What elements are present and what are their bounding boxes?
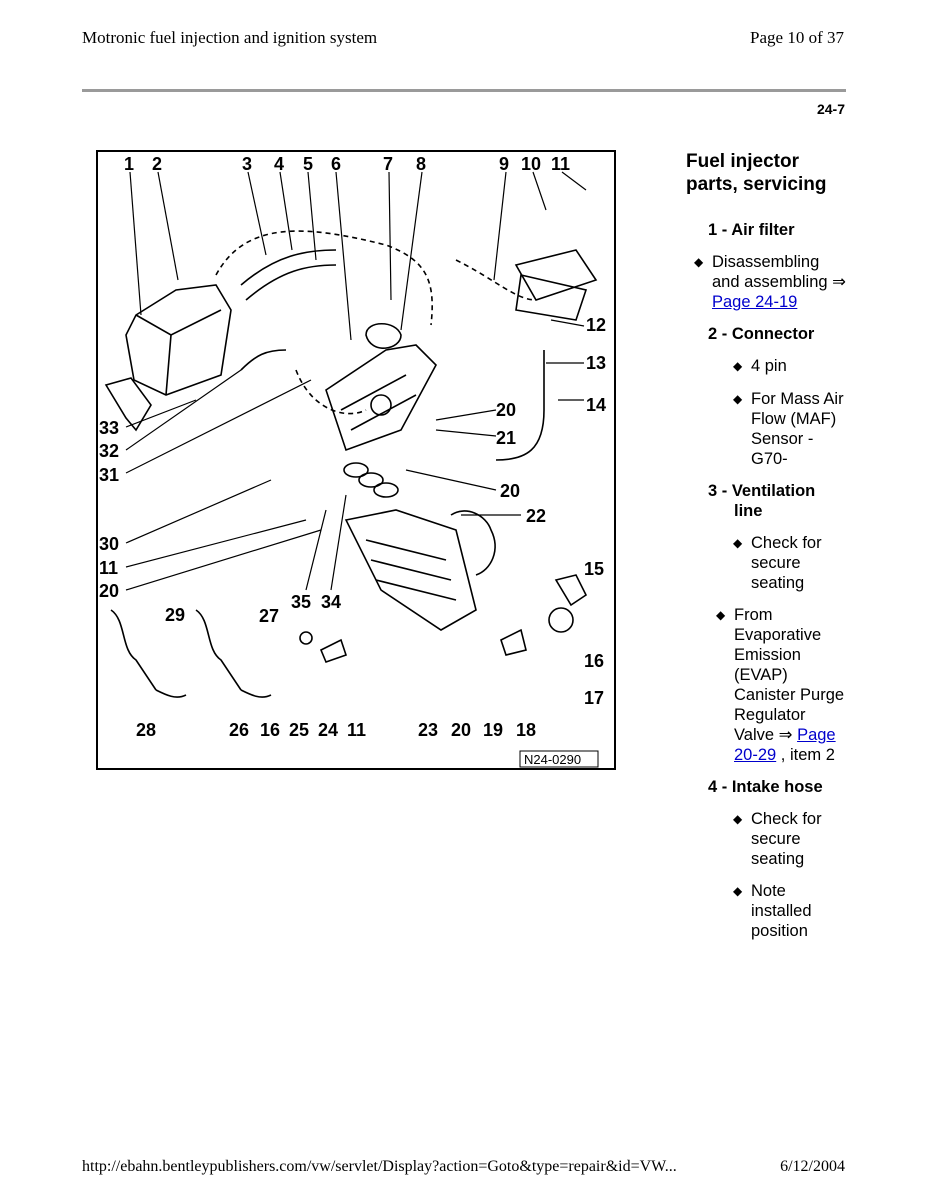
callout-9: 9 <box>499 154 510 174</box>
page-24-19-link[interactable]: Page 24-19 <box>712 293 798 311</box>
callout-22: 22 <box>526 506 547 526</box>
diamond-bullet-icon: ◆ <box>733 359 743 373</box>
parts-sidebar: Fuel injector parts, servicing 1 - Air f… <box>686 150 846 941</box>
callout-20-a: 20 <box>496 400 517 420</box>
callout-1: 1 <box>124 154 135 174</box>
callout-35: 35 <box>291 592 312 612</box>
callout-29: 29 <box>165 605 186 625</box>
item-4-title: 4 - Intake hose <box>708 778 823 796</box>
item-4-bullet-1-text: Check for secure seating <box>751 810 822 868</box>
callout-7: 7 <box>383 154 394 174</box>
callout-13: 13 <box>586 353 607 373</box>
diamond-bullet-icon: ◆ <box>733 392 743 406</box>
footer-url: http://ebahn.bentleypublishers.com/vw/se… <box>82 1158 677 1175</box>
callout-20-left: 20 <box>99 581 120 601</box>
callout-18: 18 <box>516 720 537 740</box>
item-2-bullet-2: ◆ For Mass Air Flow (MAF) Sensor - G70- <box>733 389 846 469</box>
callout-26: 26 <box>229 720 250 740</box>
callout-21: 21 <box>496 428 517 448</box>
callout-20-bottom: 20 <box>451 720 472 740</box>
callout-10: 10 <box>521 154 542 174</box>
page-20-29-link[interactable]: Page 20-29 <box>734 726 836 764</box>
item-3-title: 3 - Ventilation line <box>708 482 816 520</box>
callout-24: 24 <box>318 720 339 740</box>
callout-27: 27 <box>259 606 280 626</box>
item-3-bullet-1-text: Check for secure seating <box>751 534 822 592</box>
callout-12: 12 <box>586 315 607 335</box>
callout-15: 15 <box>584 559 605 579</box>
callout-30: 30 <box>99 534 120 554</box>
diamond-bullet-icon: ◆ <box>733 884 743 898</box>
footer-date: 6/12/2004 <box>780 1158 845 1175</box>
item-2-bullet-1-text: 4 pin <box>751 357 787 375</box>
item-1-title: 1 - Air filter <box>708 221 795 239</box>
sidebar-heading: Fuel injector parts, servicing <box>686 151 827 195</box>
item-3-bullet-1: ◆ Check for secure seating <box>733 533 846 593</box>
item-1-bullet-1: ◆ Disassembling and assembling ⇒ Page 24… <box>694 252 846 312</box>
callout-6: 6 <box>331 154 342 174</box>
item-2-title: 2 - Connector <box>708 325 815 343</box>
page-number: Page 10 of 37 <box>750 28 844 47</box>
callout-17: 17 <box>584 688 605 708</box>
header-title: Motronic fuel injection and ignition sys… <box>82 28 378 47</box>
callout-11-top: 11 <box>551 154 571 174</box>
diamond-bullet-icon: ◆ <box>716 608 726 622</box>
callout-23: 23 <box>418 720 439 740</box>
figure-code: N24-0290 <box>524 752 582 767</box>
exploded-view-figure: 1 2 3 4 5 6 7 8 9 10 11 12 13 14 20 21 2… <box>96 150 616 770</box>
callout-16-bottom: 16 <box>260 720 281 740</box>
callout-11-bottom: 11 <box>347 720 367 740</box>
callout-2: 2 <box>152 154 163 174</box>
callout-8: 8 <box>416 154 427 174</box>
item-3-bullet-2-suffix: , item 2 <box>780 746 835 764</box>
item-3-bullet-2-text: From Evaporative Emission (EVAP) Caniste… <box>734 606 845 744</box>
callout-4: 4 <box>274 154 285 174</box>
figure-drawing <box>96 150 616 770</box>
callout-19: 19 <box>483 720 504 740</box>
callout-25: 25 <box>289 720 310 740</box>
callout-32: 32 <box>99 441 120 461</box>
callout-33: 33 <box>99 418 120 438</box>
callout-34: 34 <box>321 592 342 612</box>
item-4-bullet-1: ◆ Check for secure seating <box>733 809 846 869</box>
item-4-bullet-2-text: Note installed position <box>751 882 812 940</box>
diamond-bullet-icon: ◆ <box>733 812 743 826</box>
item-1-bullet-1-text: Disassembling and assembling ⇒ <box>712 253 846 291</box>
section-code: 24-7 <box>816 101 845 117</box>
item-3-bullet-2: ◆ From Evaporative Emission (EVAP) Canis… <box>716 605 846 765</box>
callout-20-b: 20 <box>500 481 521 501</box>
header-rule <box>82 89 846 92</box>
callout-5: 5 <box>303 154 314 174</box>
callout-28: 28 <box>136 720 157 740</box>
callout-11-left: 11 <box>99 558 119 578</box>
callout-16-right: 16 <box>584 651 605 671</box>
item-2-bullet-2-text: For Mass Air Flow (MAF) Sensor - G70- <box>751 390 844 468</box>
callout-14: 14 <box>586 395 607 415</box>
callout-31: 31 <box>99 465 120 485</box>
diamond-bullet-icon: ◆ <box>694 255 704 269</box>
diamond-bullet-icon: ◆ <box>733 536 743 550</box>
item-2-bullet-1: ◆ 4 pin <box>733 356 846 376</box>
item-4-bullet-2: ◆ Note installed position <box>733 881 846 941</box>
callout-3: 3 <box>242 154 253 174</box>
